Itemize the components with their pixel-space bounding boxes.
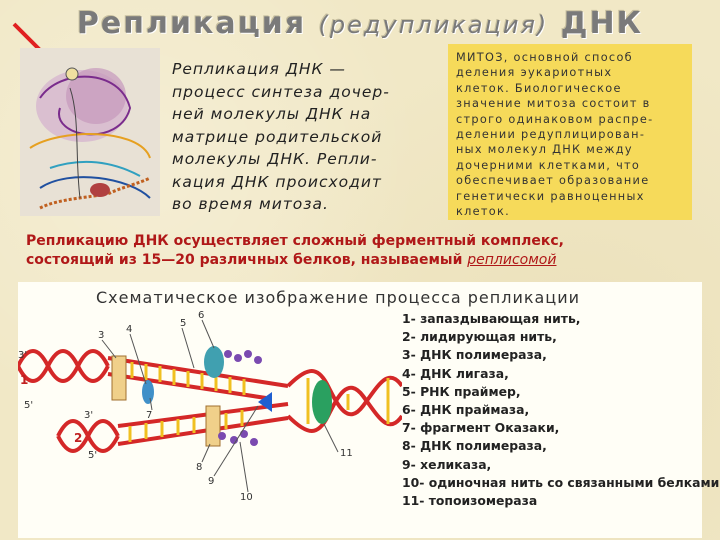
replisome-statement: Репликацию ДНК осуществляет сложный ферм… [26, 232, 690, 270]
polymerase-8 [206, 406, 220, 446]
replisome-term: реплисомой [467, 252, 556, 268]
legend-item: 1- запаздывающая нить, [402, 310, 712, 328]
end-5-bottom: 5' [88, 450, 97, 461]
mitosis-text: МИТОЗ, основной способ деления эукариотн… [456, 50, 686, 219]
end-3-bottom: 3' [84, 410, 93, 421]
diagram-legend: 1- запаздывающая нить, 2- лидирующая нит… [402, 310, 712, 510]
label-11: 11 [340, 448, 353, 459]
replication-definition: Репликация ДНК — процесс синтеза дочер- … [172, 58, 436, 216]
legend-item: 2- лидирующая нить, [402, 328, 712, 346]
label-6: 6 [198, 310, 204, 321]
legend-item: 5- РНК праймер, [402, 383, 712, 401]
label-5: 5 [180, 318, 186, 329]
polymerase-3 [112, 356, 126, 400]
end-3-top: 3' [18, 350, 27, 361]
label-3: 3 [98, 330, 104, 341]
legend-item: 8- ДНК полимераза, [402, 437, 712, 455]
strand-label-1: 1 [20, 373, 28, 387]
topoisomerase-11 [312, 380, 332, 424]
end-5-top: 5' [24, 400, 33, 411]
parent-strand-b [288, 388, 402, 431]
label-4: 4 [126, 324, 132, 335]
label-9: 9 [208, 476, 214, 487]
parent-strand-a [288, 371, 402, 414]
label-10: 10 [240, 492, 253, 503]
upper-strand-a [18, 351, 108, 381]
ligase-4 [142, 380, 154, 404]
slide-title: Репликация (редупликация) ДНК [0, 6, 720, 41]
diagram-subtitle: Схематическое изображение процесса репли… [96, 288, 580, 307]
legend-item: 7- фрагмент Оказаки, [402, 419, 712, 437]
legend-item: 11- топоизомераза [402, 492, 712, 510]
label-8: 8 [196, 462, 202, 473]
legend-item: 9- хеликаза, [402, 456, 712, 474]
chromosome-illustration [20, 48, 160, 216]
primase-6 [204, 346, 224, 378]
replication-diagram: 3 4 5 6 7 8 9 10 11 3' 5' 3' 5' 1 2 [18, 306, 402, 506]
legend-item: 10- одиночная нить со связанными белками… [402, 474, 712, 492]
label-7: 7 [146, 410, 152, 421]
legend-item: 6- ДНК праймаза, [402, 401, 712, 419]
strand-label-2: 2 [74, 431, 82, 445]
legend-item: 4- ДНК лигаза, [402, 365, 712, 383]
upper-strand-b [18, 351, 108, 381]
legend-item: 3- ДНК полимераза, [402, 346, 712, 364]
